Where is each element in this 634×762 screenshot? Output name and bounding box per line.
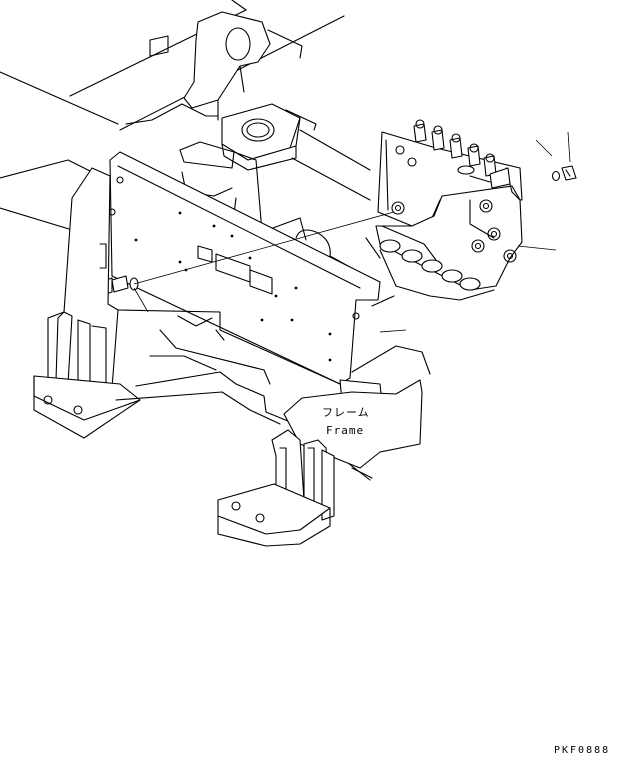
upper-mounting-bracket [125, 11, 303, 125]
bolt-right [561, 165, 577, 181]
mounting-pad [221, 103, 317, 171]
frame-label-jp: フレーム [322, 406, 370, 419]
left-lower-bracket [33, 167, 141, 439]
injection-pump [371, 119, 523, 307]
lower-frame-rail [115, 309, 431, 481]
right-lower-bracket [217, 429, 335, 547]
delivery-valve-holders [413, 119, 511, 189]
pump-front-bosses [471, 199, 517, 263]
washer-right [551, 170, 561, 182]
drawing-part-code: PKF0888 [554, 745, 611, 756]
frame-label-en: Frame [326, 424, 365, 437]
leader-lines [133, 131, 571, 333]
pump-side-bosses [391, 145, 417, 215]
pump-barrels [379, 239, 481, 291]
side-plate [108, 151, 383, 405]
